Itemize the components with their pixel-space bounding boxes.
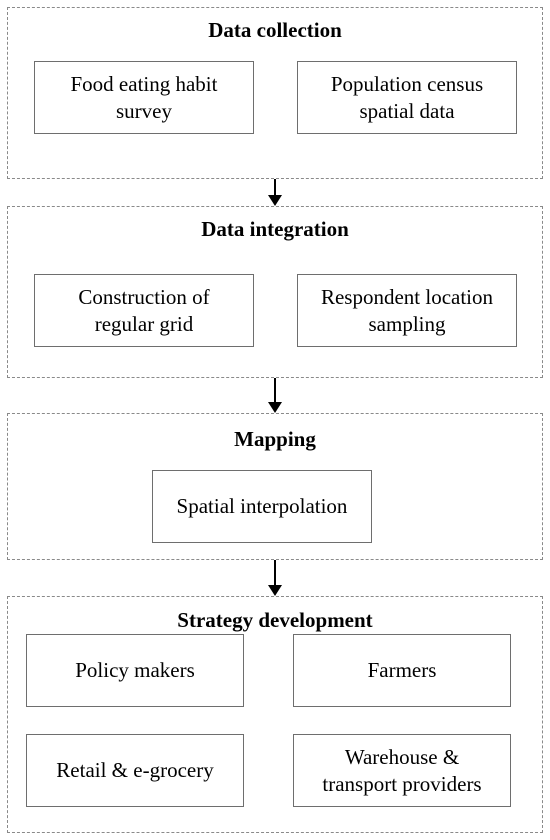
box-population-census-spatial-data: Population census spatial data <box>297 61 517 134</box>
stage-title-mapping: Mapping <box>234 427 316 451</box>
box-label: Food eating habit survey <box>70 71 218 123</box>
box-label: Policy makers <box>75 658 195 682</box>
box-farmers: Farmers <box>293 634 511 707</box>
box-construction-of-regular-grid: Construction of regular grid <box>34 274 254 347</box>
box-label: Construction of regular grid <box>78 284 210 336</box>
stage-title-data-integration: Data integration <box>201 217 349 241</box>
stage-mapping: Mapping Spatial interpolation <box>7 413 543 560</box>
box-label: Warehouse & transport providers <box>322 744 482 796</box>
box-label: Retail & e-grocery <box>56 758 214 782</box>
stage-data-integration: Data integration Construction of regular… <box>7 206 543 378</box>
stage-title-strategy-development: Strategy development <box>177 608 373 632</box>
arrow-down-icon <box>268 378 282 413</box>
stage-title-data-collection: Data collection <box>208 18 342 42</box>
box-retail-e-grocery: Retail & e-grocery <box>26 734 244 807</box>
stage-data-collection: Data collection Food eating habit survey… <box>7 7 543 179</box>
box-food-eating-habit-survey: Food eating habit survey <box>34 61 254 134</box>
box-respondent-location-sampling: Respondent location sampling <box>297 274 517 347</box>
box-policy-makers: Policy makers <box>26 634 244 707</box>
box-label: Population census spatial data <box>330 71 484 123</box>
stage-strategy-development: Strategy development Policy makers Farme… <box>7 596 543 833</box>
box-label: Farmers <box>367 658 437 682</box>
box-label: Respondent location sampling <box>320 284 494 336</box>
arrow-down-icon <box>268 179 282 206</box>
arrow-down-icon <box>268 560 282 596</box>
box-warehouse-transport-providers: Warehouse & transport providers <box>293 734 511 807</box>
box-label: Spatial interpolation <box>176 494 348 518</box>
box-spatial-interpolation: Spatial interpolation <box>152 470 372 543</box>
